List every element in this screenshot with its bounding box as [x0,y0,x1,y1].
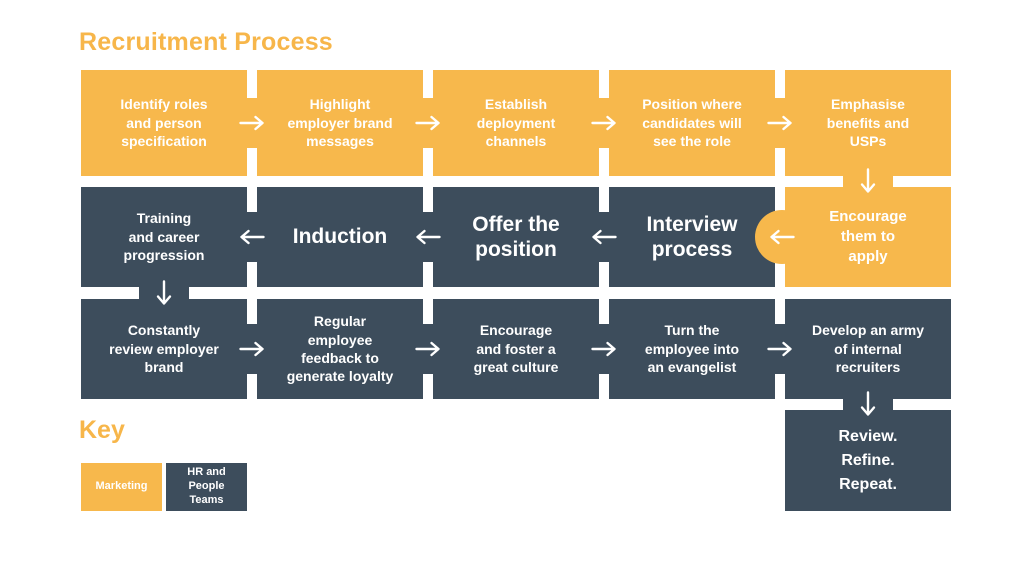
arrow-left-icon [416,229,441,245]
step-highlight-employer-brand: Highlight employer brand messages [257,70,423,176]
arrow-right-icon [415,341,440,357]
arrow-down-icon [156,280,172,305]
step-interview-process: Interview process [609,187,775,287]
step-encourage-them-to-apply: Encourage them to apply [785,187,951,287]
arrow-right-icon [239,341,264,357]
step-training-career-progression: Training and career progression [81,187,247,287]
arrow-right-icon [415,115,440,131]
arrow-right-icon [767,341,792,357]
arrow-down-icon [860,168,876,193]
step-induction: Induction [257,187,423,287]
page-title: Recruitment Process [79,28,333,56]
arrow-right-icon [239,115,264,131]
arrow-right-icon [591,115,616,131]
key-item-hr-people-teams: HR and People Teams [166,463,247,511]
step-constantly-review-employer-brand: Constantly review employer brand [81,299,247,399]
step-offer-the-position: Offer the position [433,187,599,287]
step-encourage-foster-culture: Encourage and foster a great culture [433,299,599,399]
arrow-left-icon [592,229,617,245]
key-item-marketing: Marketing [81,463,162,511]
arrow-down-icon [860,391,876,416]
step-review-refine-repeat: Review. Refine. Repeat. [785,410,951,511]
connector-training-to-review-brand [139,271,189,315]
connector-culture-to-evangelist [582,324,626,374]
connector-highlight-to-establish [406,98,450,148]
key-heading: Key [79,416,125,444]
connector-offer-to-induction [406,212,450,262]
connector-encourage-to-interview [755,210,809,264]
step-emphasise-benefits-usps: Emphasise benefits and USPs [785,70,951,176]
connector-recruiters-to-repeat [843,382,893,426]
connector-establish-to-position [582,98,626,148]
arrow-right-icon [767,115,792,131]
connector-interview-to-offer [582,212,626,262]
step-regular-employee-feedback: Regular employee feedback to generate lo… [257,299,423,399]
arrow-right-icon [591,341,616,357]
connector-identify-to-highlight [230,98,274,148]
step-position-where-candidates-see: Position where candidates will see the r… [609,70,775,176]
connector-evangelist-to-recruiters [758,324,802,374]
connector-position-to-emphasise [758,98,802,148]
arrow-left-icon [770,229,795,245]
step-turn-employee-evangelist: Turn the employee into an evangelist [609,299,775,399]
step-establish-deployment-channels: Establish deployment channels [433,70,599,176]
step-develop-internal-recruiters: Develop an army of internal recruiters [785,299,951,399]
connector-review-to-feedback [230,324,274,374]
connector-feedback-to-culture [406,324,450,374]
connector-induction-to-training [230,212,274,262]
step-identify-roles: Identify roles and person specification [81,70,247,176]
arrow-left-icon [240,229,265,245]
connector-emphasise-to-encourage [843,159,893,203]
